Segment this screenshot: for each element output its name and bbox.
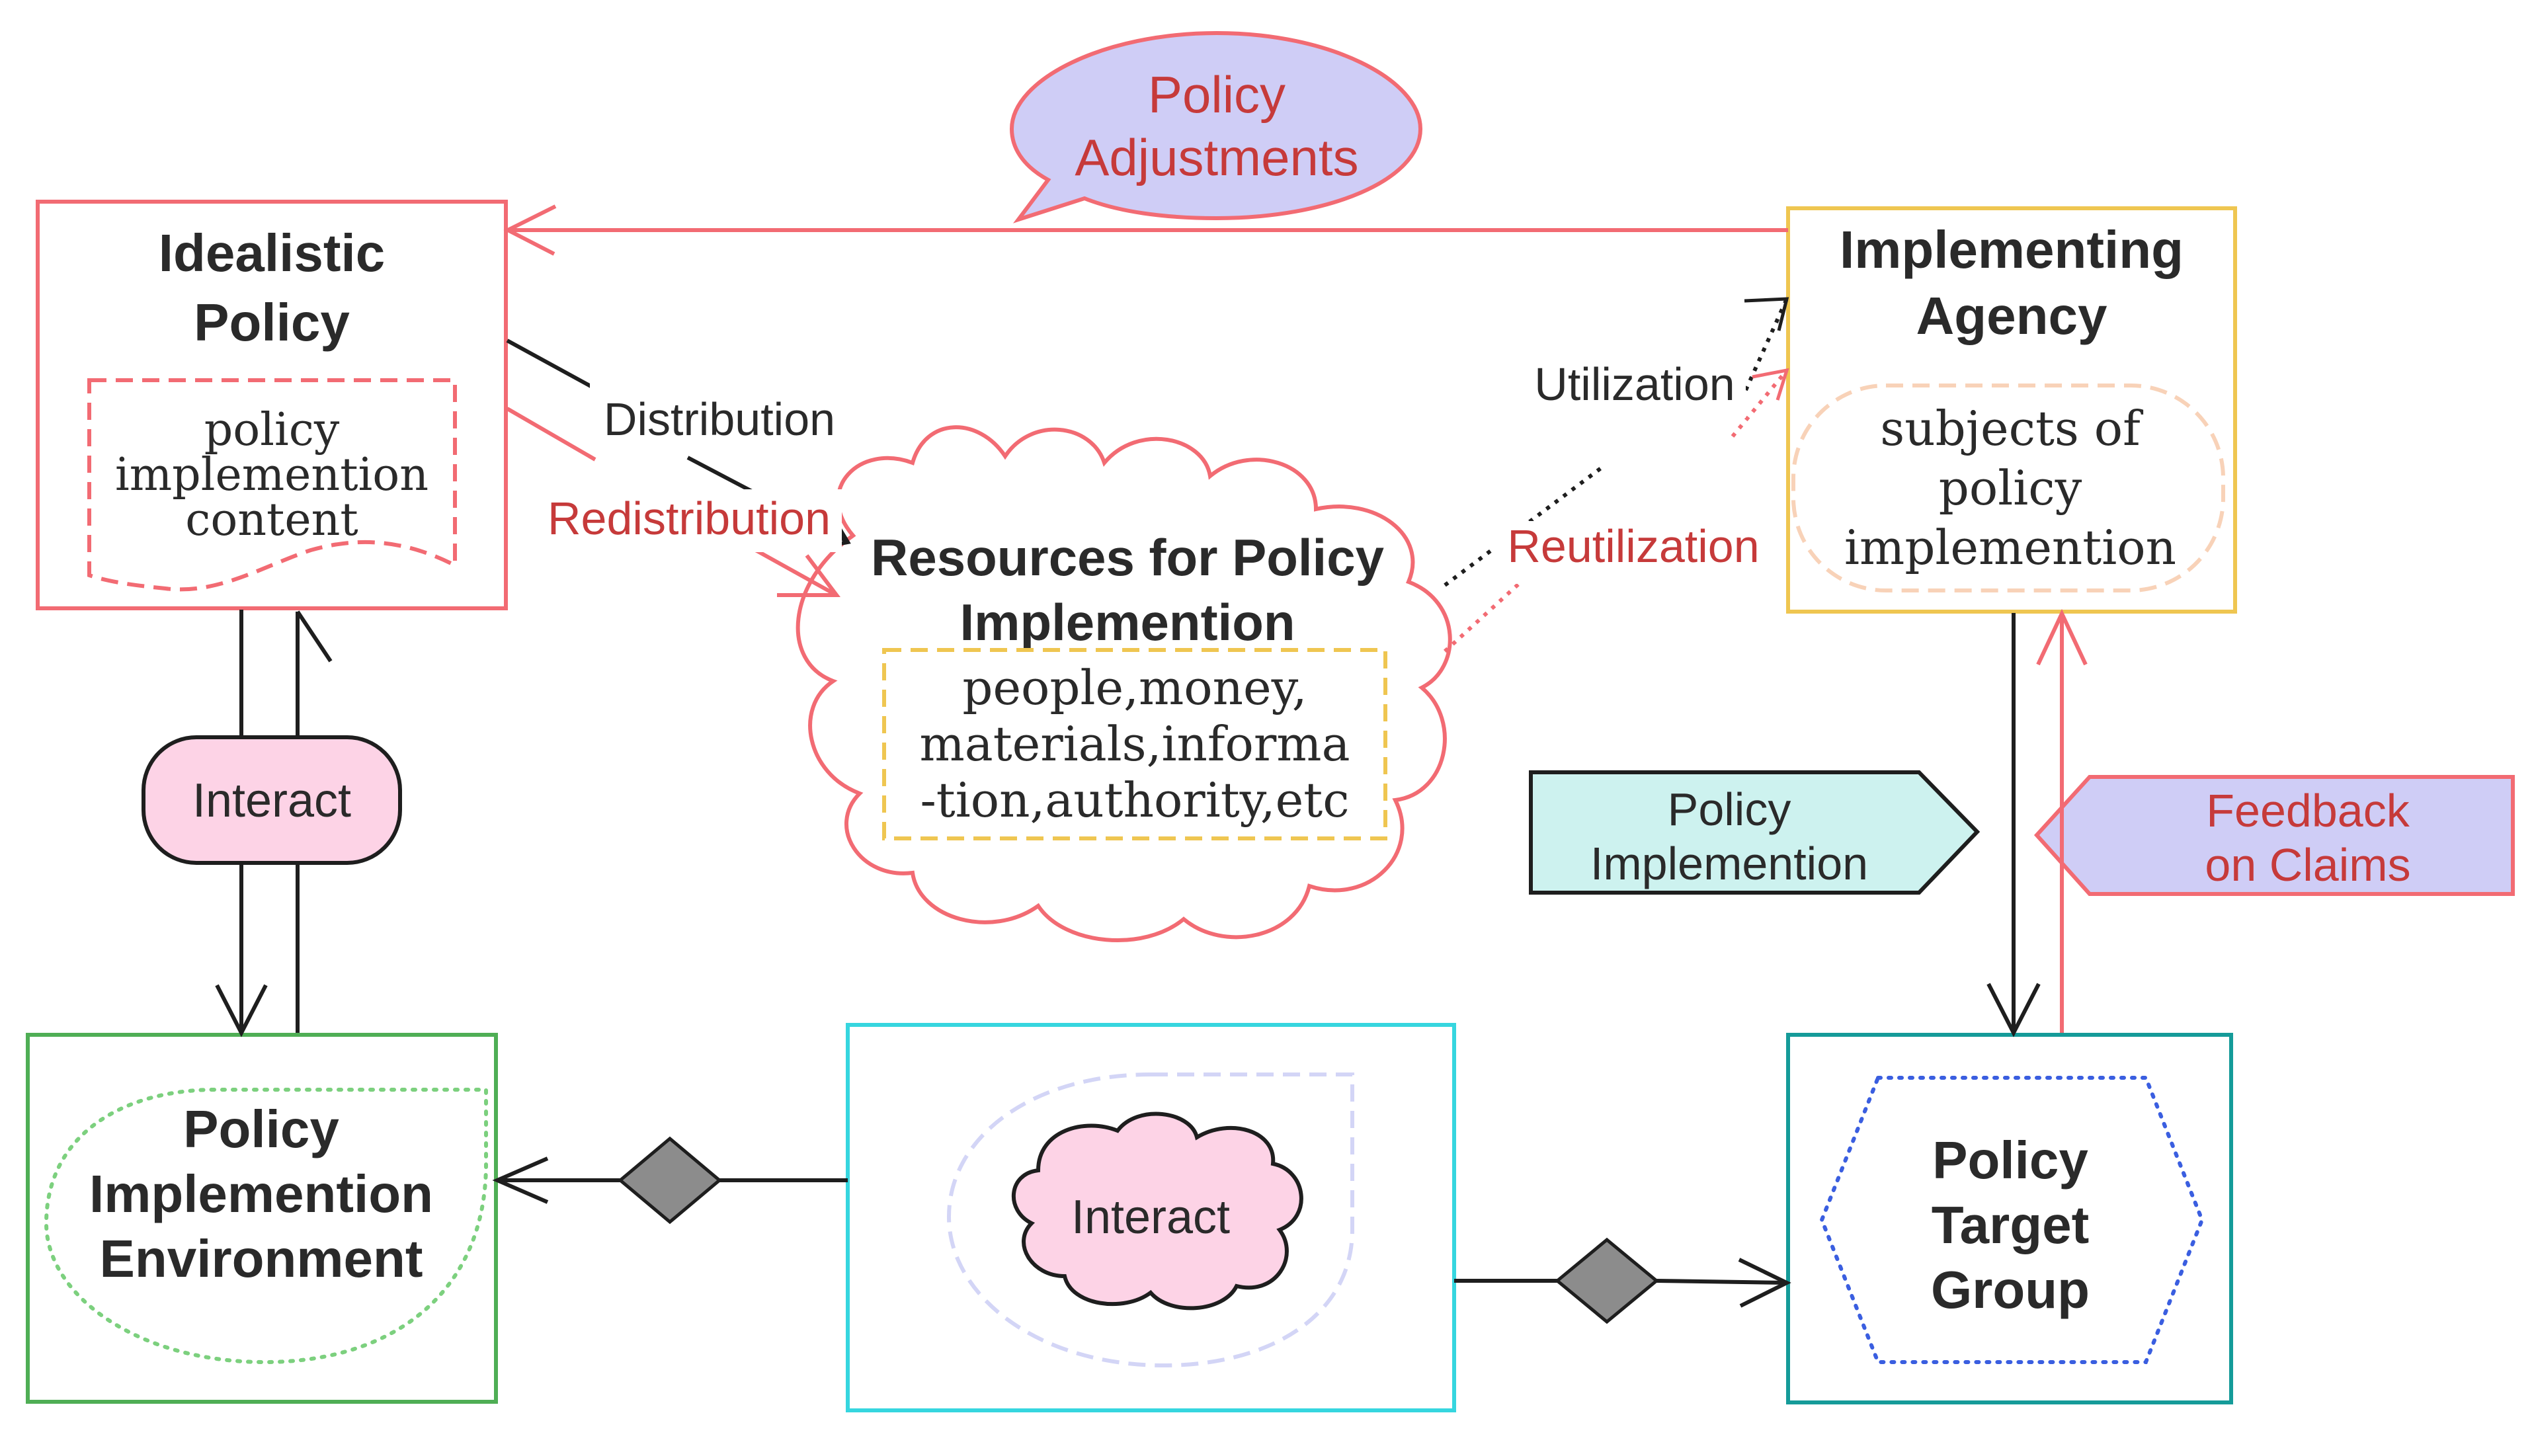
center-to-environment-connector	[492, 1136, 848, 1225]
policy-implemention-line-2: Implemention	[1590, 838, 1868, 889]
resources-content-dashed-box	[882, 648, 1387, 840]
environment-title-line-3: Environment	[100, 1229, 423, 1288]
distribution-label: Distribution	[604, 393, 835, 445]
right-aggregation-diamond	[1555, 1237, 1659, 1324]
policy-content-line-1: policy	[204, 404, 340, 456]
center-interact-cloud-shape	[1011, 1112, 1303, 1311]
left-interact-callout[interactable]: Interact	[142, 735, 402, 865]
policy-adjustments-bubble-shape	[1009, 30, 1423, 223]
resources-title-line-1: Resources for Policy	[871, 528, 1384, 586]
idealistic-policy-title-line-2: Policy	[194, 293, 350, 352]
feedback-arrow-shape	[2033, 775, 2515, 896]
reutilization-label: Reutilization	[1507, 520, 1759, 572]
policy-adjustments-line-1: Policy	[1148, 65, 1286, 124]
feedback-line-1: Feedback	[2206, 785, 2410, 836]
resources-title-line-2: Implemention	[960, 593, 1295, 651]
feedback-up-connector	[2036, 608, 2088, 1033]
target-group-title-line-2: Target	[1932, 1195, 2090, 1254]
policy-content-line-3: content	[185, 494, 358, 546]
environment-title-line-2: Implemention	[89, 1164, 433, 1223]
center-to-target-connector	[1454, 1237, 1791, 1324]
center-interact-label: Interact	[1071, 1191, 1230, 1244]
implementing-agency-title-line-1: Implementing	[1840, 220, 2184, 279]
environment-dotted-shape	[44, 1088, 488, 1365]
left-interact-pill-shape	[142, 735, 402, 865]
idealistic-policy-node[interactable]: Idealistic Policy policy implemention co…	[36, 200, 508, 610]
target-group-dotted-hexagon	[1819, 1076, 2205, 1364]
idealistic-policy-title-line-1: Idealistic	[159, 223, 385, 282]
feedback-on-claims-callout[interactable]: Feedback on Claims	[2033, 775, 2515, 896]
left-interact-label: Interact	[192, 774, 351, 827]
policy-adjustments-callout[interactable]: Policy Adjustments	[1009, 30, 1423, 223]
resources-content-line-3: -tion,authority,etc	[920, 772, 1349, 828]
policy-implemention-line-1: Policy	[1668, 784, 1791, 835]
policy-implemention-arrow-shape	[1529, 770, 1981, 895]
policy-environment-interaction-lines	[215, 610, 333, 1037]
center-interact-node[interactable]: Interact	[846, 1023, 1456, 1412]
implementing-agency-node[interactable]: Implementing Agency subjects of policy i…	[1786, 206, 2237, 614]
policy-adjustments-connector	[503, 204, 1788, 256]
utilization-label: Utilization	[1534, 358, 1735, 410]
resources-cloud-node[interactable]: Resources for Policy Implemention people…	[796, 425, 1452, 942]
target-group-title-line-3: Group	[1931, 1260, 2090, 1319]
agency-subjects-dashed-shape	[1791, 384, 2225, 592]
policy-adjustments-line-2: Adjustments	[1075, 128, 1358, 186]
environment-title-line-1: Policy	[183, 1100, 339, 1158]
implemention-down-connector	[1986, 613, 2041, 1037]
policy-content-line-2: implemention	[115, 449, 429, 501]
edge-labels: Distribution Redistribution Utilization …	[534, 358, 1772, 584]
policy-content-document-shape	[87, 378, 457, 592]
reutilization-connector	[1443, 368, 1789, 653]
left-aggregation-diamond	[618, 1136, 722, 1225]
target-group-title-line-1: Policy	[1932, 1131, 2088, 1190]
policy-implemention-callout[interactable]: Policy Implemention	[1529, 770, 1981, 895]
target-group-node[interactable]: Policy Target Group	[1786, 1033, 2233, 1404]
resources-content-line-2: materials,informa	[920, 716, 1350, 772]
resources-content-line-1: people,money,	[962, 660, 1307, 715]
agency-subjects-line-3: implemention	[1844, 520, 2176, 575]
redistribution-label: Redistribution	[548, 493, 831, 544]
agency-subjects-line-1: subjects of	[1880, 401, 2143, 456]
environment-node[interactable]: Policy Implemention Environment	[26, 1033, 498, 1404]
implementing-agency-title-line-2: Agency	[1916, 286, 2107, 345]
redistribution-connector	[506, 407, 840, 597]
feedback-line-2: on Claims	[2205, 839, 2410, 891]
agency-subjects-line-2: policy	[1939, 460, 2082, 516]
